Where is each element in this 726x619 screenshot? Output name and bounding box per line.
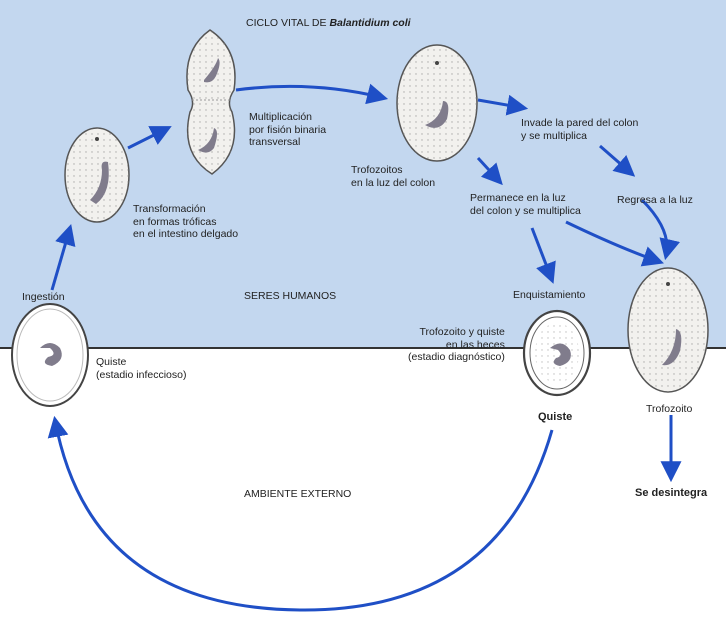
multiplication-label: Multiplicación por fisión binaria transv…	[249, 111, 327, 148]
disintegrates-label: Se desintegra	[635, 487, 708, 499]
ingestion-label: Ingestión	[22, 291, 65, 303]
arrow-invades	[477, 94, 529, 116]
remains-label: Permanece en la luz del colon y se multi…	[470, 192, 581, 217]
cyst-in-feces	[522, 309, 592, 397]
arrow-to-lumen	[235, 83, 389, 105]
encystment-label: Enquistamiento	[513, 289, 586, 301]
arrow-return-cycle	[47, 415, 554, 612]
trophozoite-in-feces	[627, 267, 709, 393]
arrow-ingestion	[50, 223, 76, 291]
arrow-to-multiplication	[127, 126, 172, 150]
macronucleus	[550, 343, 571, 366]
arrow-returns-lumen	[599, 144, 636, 177]
transformation-label: Transformación en formas tróficas en el …	[133, 203, 239, 240]
trophozoite-small-intestine	[64, 127, 130, 223]
trophozoites-lumen-label: Trofozoitos en la luz del colon	[351, 164, 436, 189]
environment-region-label: AMBIENTE EXTERNO	[244, 488, 352, 500]
host-region-label: SERES HUMANOS	[244, 290, 337, 302]
cyst-infective-label: Quiste (estadio infeccioso)	[96, 356, 187, 381]
arrow-remains-to-final	[565, 220, 664, 267]
arrow-returns-to-final	[640, 198, 680, 261]
dividing-trophozoite	[186, 29, 236, 175]
invades-label: Invade la pared del colon y se multiplic…	[521, 117, 639, 142]
feces-stage-label: Trofozoito y quiste en las heces (estadi…	[408, 326, 505, 363]
macronucleus	[40, 343, 62, 366]
diagram-title: CICLO VITAL DE Balantidium coli	[246, 17, 411, 29]
flow-arrows	[47, 83, 682, 612]
arrow-remains	[476, 156, 503, 186]
trophozoite-final-label: Trofozoito	[646, 403, 693, 415]
cyst-final-label: Quiste	[538, 411, 573, 423]
trophozoite-colon-lumen	[396, 44, 478, 162]
returns-label: Regresa a la luz	[617, 194, 693, 206]
arrow-to-encystment	[530, 227, 556, 284]
infective-cyst	[11, 303, 89, 407]
